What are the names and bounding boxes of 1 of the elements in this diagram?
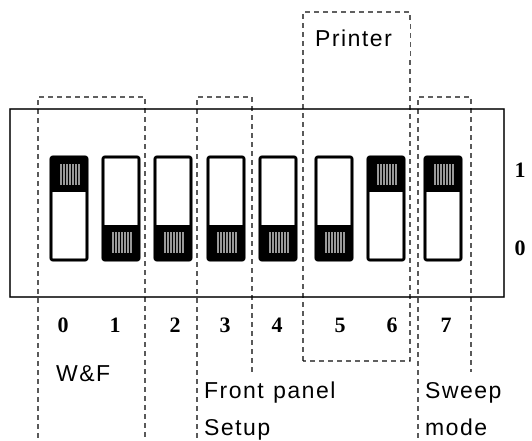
dashed-group-outline [38, 97, 148, 441]
